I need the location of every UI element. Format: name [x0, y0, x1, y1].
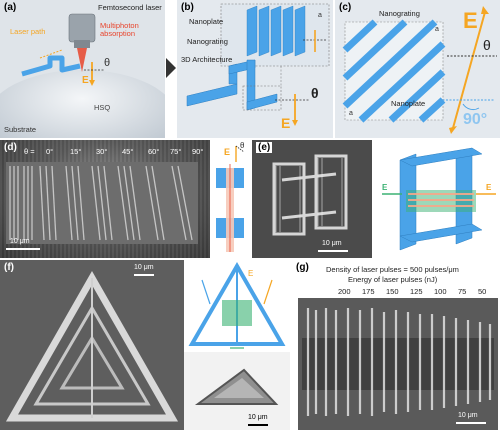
nanograting-label: Nanograting: [187, 37, 228, 46]
substrate-label: Substrate: [4, 125, 37, 134]
nanoplate-label: Nanoplate: [189, 17, 224, 26]
scale-bar: [318, 250, 348, 252]
panel-b: (b) Nanoplate Nanograting 3D Architectur…: [177, 0, 333, 138]
theta-prefix-label: θ =: [24, 147, 35, 156]
scale-label-inset: 10 μm: [248, 414, 268, 421]
panel-b-illustration: [177, 0, 333, 138]
theta-label: θ: [240, 141, 245, 150]
panel-c-label: (c): [339, 2, 352, 13]
angle-90-label: 90°: [192, 147, 204, 156]
theta-label: θ: [104, 57, 111, 69]
energy-100-label: 100: [434, 287, 447, 296]
e-field-left-label: E: [382, 183, 388, 192]
energy-75-label: 75: [458, 287, 467, 296]
scale-bar: [134, 274, 154, 276]
e-field-label: E: [224, 147, 231, 157]
energy-50-label: 50: [478, 287, 487, 296]
e-field-right-label: E: [486, 183, 492, 192]
scale-label: 10 μm: [134, 264, 154, 271]
panel-f-inset-image: [184, 352, 290, 430]
energy-175-label: 175: [362, 287, 375, 296]
e-field-label: E: [281, 115, 291, 131]
density-label: Density of laser pulses = 500 pulses/μm: [326, 265, 459, 274]
energy-label: Energy of laser pulses (nJ): [348, 275, 438, 284]
scale-label: 10 μm: [458, 412, 478, 419]
femtosecond-laser-label: Femtosecond laser: [98, 3, 162, 12]
panel-g-image: [298, 298, 498, 430]
e-field-label: E: [248, 269, 254, 278]
e-field-label: E: [82, 75, 89, 86]
e-field-label: E: [463, 8, 478, 33]
panel-c-illustration: [335, 0, 500, 138]
panel-e: (e) 10 μm: [252, 140, 372, 258]
panel-a-label: (a): [4, 2, 17, 13]
theta-label: θ: [311, 85, 319, 101]
absorption-label: absorption: [100, 29, 136, 38]
panel-e-image: [252, 140, 372, 258]
angle-label: 90°: [463, 111, 488, 128]
architecture-label: 3D Architecture: [181, 55, 233, 64]
panel-d-image: [6, 162, 198, 244]
energy-200-label: 200: [338, 287, 351, 296]
scale-label: 10 μm: [322, 240, 342, 247]
nanograting-label: Nanograting: [379, 9, 420, 18]
panel-d-schematic-illustration: [216, 145, 245, 252]
panel-b-label: (b): [181, 2, 194, 13]
panel-f-sem-main: (f) 10 μm: [0, 260, 184, 430]
panel-d-label: (d): [4, 142, 17, 153]
angle-30-label: 30°: [96, 147, 108, 156]
laser-path-label: Laser path: [10, 27, 46, 36]
theta-label: θ: [483, 37, 491, 53]
panel-f-sem-inset: 10 μm: [184, 352, 290, 430]
energy-150-label: 150: [386, 287, 399, 296]
scale-bar: [456, 422, 486, 424]
angle-15-label: 15°: [70, 147, 82, 156]
panel-d-schematic: E θ: [210, 140, 250, 258]
scale-bar: [6, 248, 40, 250]
panel-e-schematic: E E: [372, 140, 500, 258]
panel-g: (g) Density of laser pulses = 500 pulses…: [292, 260, 500, 430]
panel-f: (f) 10 μm E 10 μm: [0, 260, 290, 430]
flow-arrow-icon: [166, 58, 176, 78]
multiphoton-label: Multiphoton: [100, 21, 139, 30]
angle-0-label: 0°: [46, 147, 54, 156]
panel-f-schematic: [188, 261, 286, 349]
panel-g-sem: 10 μm: [298, 298, 498, 430]
nanoplate-label: Nanoplate: [391, 99, 426, 108]
panel-g-label: (g): [296, 262, 309, 273]
panel-f-triangle-image: [0, 260, 184, 430]
panel-f-label: (f): [4, 262, 14, 273]
a-mark-top-label: a: [435, 26, 439, 33]
panel-c: (c) Nanograting Nanoplate a a E θ 90°: [335, 0, 500, 138]
panel-a: (a) Femtosecond laser Laser path Multiph…: [0, 0, 165, 138]
scale-label: 10 μm: [10, 238, 30, 245]
angle-75-label: 75°: [170, 147, 182, 156]
a-mark-label: a: [318, 12, 322, 19]
energy-125-label: 125: [410, 287, 423, 296]
panel-a-illustration: [0, 0, 165, 138]
panel-d: (d) θ = 0° 15° 30° 45° 60° 75° 90° 10 μm: [0, 140, 210, 258]
panel-e-schematic-illustration: [382, 147, 496, 251]
angle-45-label: 45°: [122, 147, 134, 156]
scale-bar-inset: [248, 424, 268, 426]
hsq-label: HSQ: [94, 103, 111, 112]
panel-e-label: (e): [256, 142, 273, 153]
angle-60-label: 60°: [148, 147, 160, 156]
a-mark-bottom-label: a: [349, 110, 353, 117]
